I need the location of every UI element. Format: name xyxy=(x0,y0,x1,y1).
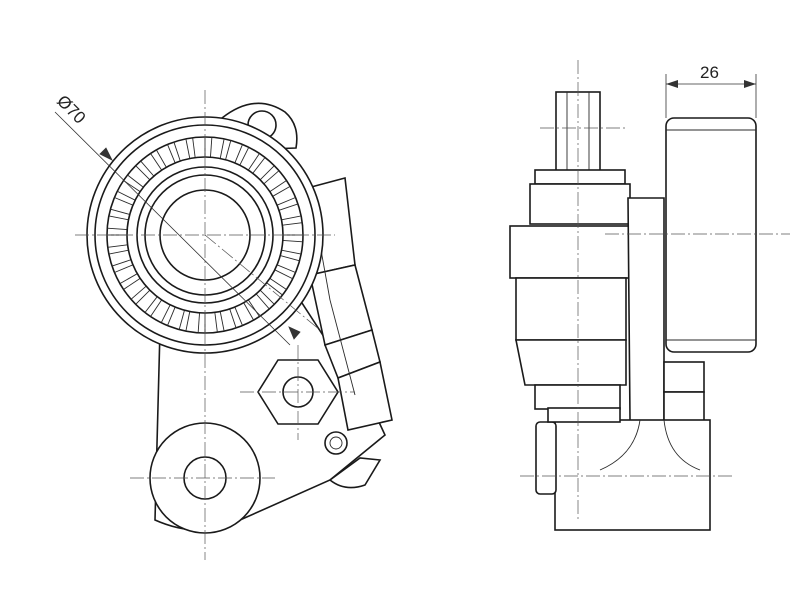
pulley-rib xyxy=(276,197,296,206)
pivot-bolt-stub xyxy=(535,421,557,495)
pulley-ribs xyxy=(107,137,303,333)
pulley-rib xyxy=(239,147,250,166)
pulley-rib xyxy=(269,277,287,290)
pulley-rib xyxy=(259,289,275,305)
pulley-rib xyxy=(135,165,151,181)
pulley-rib xyxy=(108,249,129,255)
pulley-rib xyxy=(119,273,138,285)
pulley-rib xyxy=(150,153,163,171)
pulley-rib xyxy=(282,240,303,243)
pulley-rib xyxy=(144,296,158,313)
pulley-rib xyxy=(278,203,299,211)
pulley-rib xyxy=(110,208,130,215)
pulley-rib xyxy=(229,308,237,329)
pulley-rib xyxy=(197,312,200,333)
pulley-rib xyxy=(127,174,144,188)
pulley-rib xyxy=(185,311,191,332)
pulley-rib xyxy=(282,222,303,226)
lower-tab xyxy=(328,457,382,489)
pulley-rib xyxy=(243,302,255,321)
pulley-rib xyxy=(173,141,181,162)
pulley-rib xyxy=(111,259,132,267)
pulley-rib xyxy=(247,299,260,317)
pulley-rib xyxy=(214,312,218,333)
pulley-rib xyxy=(123,277,141,290)
pulley-rib xyxy=(107,244,128,248)
pulley-rib xyxy=(234,306,243,326)
pulley-rib xyxy=(114,197,134,206)
damper-housing xyxy=(299,176,393,431)
pulley-rib xyxy=(185,138,191,159)
pulley-rib xyxy=(155,149,167,168)
pulley-rib xyxy=(219,138,225,159)
pulley-rib xyxy=(255,293,270,310)
pulley-rib xyxy=(263,170,280,185)
width-dimension-label: 26 xyxy=(700,63,719,82)
pulley-rib xyxy=(274,269,293,280)
pulley-rib xyxy=(281,249,302,255)
pulley-rib xyxy=(107,227,128,230)
pulley-rib xyxy=(280,255,300,262)
pulley-side xyxy=(665,117,757,353)
pulley-rib xyxy=(225,140,232,160)
diameter-dimension-label: Ø70 xyxy=(53,91,89,127)
pulley-rib xyxy=(135,289,151,305)
centerline xyxy=(204,234,321,331)
pulley-rib xyxy=(130,285,147,300)
pulley-rib xyxy=(108,215,129,221)
pulley-rib xyxy=(259,165,275,181)
pulley-rib xyxy=(178,310,185,330)
pulley-rib xyxy=(252,157,266,174)
pulley-rib xyxy=(272,185,291,197)
pulley-rib xyxy=(150,299,163,317)
small-hole xyxy=(324,431,348,455)
pulley-rib xyxy=(269,180,287,193)
pulley-rib xyxy=(114,264,134,273)
pulley-rib xyxy=(266,282,283,296)
pulley-rib xyxy=(281,215,302,221)
pulley-rib xyxy=(234,144,243,164)
front-view: Ø70 xyxy=(53,90,393,560)
pulley-rib xyxy=(167,306,176,326)
pulley-rib xyxy=(210,137,213,158)
pulley-rib xyxy=(219,311,225,332)
pulley-rib xyxy=(160,304,171,323)
lower-bracket xyxy=(554,419,711,531)
pulley-rib xyxy=(276,264,296,273)
pulley-rib xyxy=(117,190,136,201)
side-view: 26 xyxy=(509,60,790,531)
pulley-rib xyxy=(140,160,155,177)
pulley-rib xyxy=(192,137,196,158)
damper-body xyxy=(509,225,631,279)
pulley-rib xyxy=(167,144,176,164)
pulley-rib xyxy=(247,153,260,171)
diameter-leader xyxy=(54,111,291,346)
